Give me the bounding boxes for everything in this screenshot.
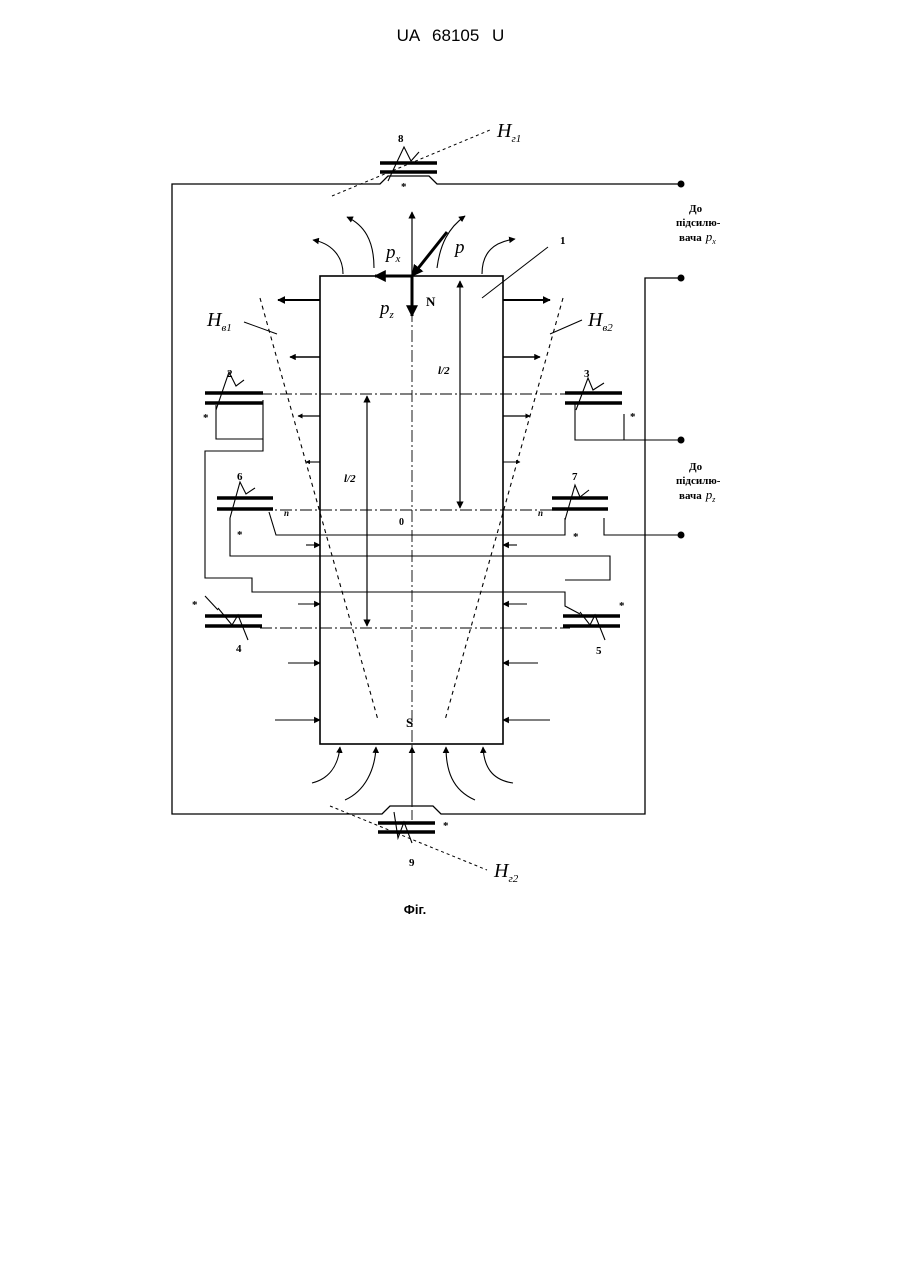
label-sensor-8: 8 (398, 133, 404, 145)
top-field-arrows (313, 216, 515, 274)
side-arrows-outward (278, 300, 550, 462)
svg-text:*: * (192, 599, 198, 611)
sensor-9 (378, 812, 435, 843)
svg-text:*: * (619, 600, 625, 612)
amplifier-pz-label: До підсилю- вачаpz (676, 461, 721, 504)
label-half-length-left: l/2 (344, 473, 356, 485)
svg-text:вачаpz: вачаpz (679, 487, 716, 504)
label-n-left: n (284, 508, 289, 518)
label-sensor-6: 6 (237, 471, 243, 483)
amplifier-px-label: До підсилю- вачаpx (676, 203, 721, 246)
label-sensor-4: 4 (236, 643, 242, 655)
label-force-p: p (453, 237, 465, 258)
svg-text:*: * (237, 529, 243, 541)
label-sensor-7: 7 (572, 471, 578, 483)
label-sensor-9: 9 (409, 857, 415, 869)
label-sensor-3: 3 (584, 368, 590, 380)
svg-text:*: * (401, 181, 407, 193)
label-half-length-top: l/2 (438, 365, 450, 377)
svg-text:*: * (573, 531, 579, 543)
sensor-2 (205, 372, 263, 410)
field-line-hv2 (445, 298, 563, 720)
label-sensor-5: 5 (596, 645, 602, 657)
label-pole-N: N (426, 294, 436, 309)
sensor-6 (217, 482, 273, 518)
label-center-0: 0 (399, 517, 404, 528)
sensor-7 (552, 485, 608, 520)
figure-caption: Фіг. (0, 902, 830, 917)
svg-text:*: * (630, 411, 636, 423)
label-n-right: n (538, 508, 543, 518)
sensor-4 (205, 608, 262, 640)
label-force-px: px (384, 242, 401, 265)
side-arrows-inward (275, 545, 550, 720)
svg-text:До: До (689, 203, 703, 215)
sensor-3 (565, 378, 622, 410)
svg-text:підсилю-: підсилю- (676, 217, 721, 229)
label-field-hv1: Hв1 (206, 309, 232, 334)
label-field-hg2: Hг2 (493, 860, 519, 885)
label-field-hg1: Hг1 (496, 120, 521, 145)
label-body-1: 1 (560, 235, 566, 247)
field-line-hg1 (332, 130, 490, 196)
inner-circuit-wires (205, 400, 680, 614)
svg-text:підсилю-: підсилю- (676, 475, 721, 487)
bottom-field-arrows (312, 747, 513, 805)
label-field-hv2: Hв2 (587, 309, 613, 334)
svg-text:До: До (689, 461, 703, 473)
label-sensor-2: 2 (227, 368, 233, 380)
svg-text:вачаpx: вачаpx (679, 229, 716, 246)
svg-text:*: * (443, 820, 449, 832)
outer-circuit-wire (172, 176, 680, 814)
svg-text:*: * (203, 412, 209, 424)
label-pole-S: S (406, 715, 413, 730)
field-line-hv1 (260, 298, 378, 720)
label-force-pz: pz (378, 298, 395, 321)
horizontal-axes (260, 394, 570, 628)
sensor-5 (563, 612, 620, 640)
